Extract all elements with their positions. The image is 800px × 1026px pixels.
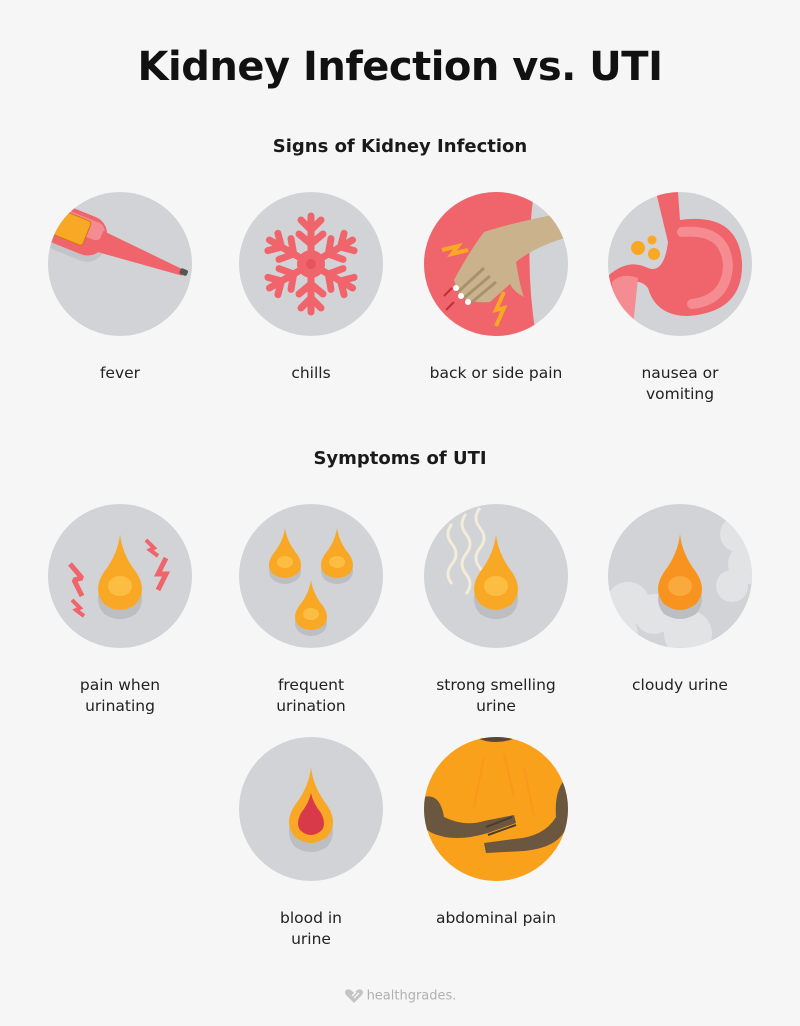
symptom-label: nausea or vomiting: [641, 364, 719, 403]
symptom-nausea: nausea or vomiting: [590, 192, 770, 405]
symptom-label: frequent urination: [276, 676, 346, 715]
abdominal-pain-icon: [424, 737, 568, 881]
cloudy-drop-icon: [608, 504, 752, 648]
symptom-label: blood in urine: [279, 909, 342, 948]
kidney-section-heading: Signs of Kidney Infection: [272, 136, 528, 157]
brand-name: healthgrades.: [366, 988, 457, 1004]
symptom-fever: fever: [30, 192, 210, 384]
smelly-drop-icon: [424, 504, 568, 648]
symptom-label: back or side pain: [429, 364, 563, 382]
symptom-label: strong smelling urine: [436, 676, 556, 715]
symptom-label: abdominal pain: [435, 909, 557, 927]
symptom-label: fever: [99, 364, 141, 382]
symptom-back-pain: back or side pain: [406, 192, 586, 384]
symptom-frequent-urination: frequent urination: [221, 504, 401, 717]
back-pain-icon: [424, 192, 568, 336]
uti-section-heading: Symptoms of UTI: [313, 448, 487, 469]
heart-logo-icon: [344, 989, 363, 1003]
symptom-label: cloudy urine: [632, 676, 728, 694]
symptom-chills: chills: [221, 192, 401, 384]
symptom-label: pain when urinating: [79, 676, 161, 715]
page-title: Kidney Infection vs. UTI: [137, 44, 663, 90]
symptom-blood-in-urine: blood in urine: [221, 737, 401, 950]
symptom-label: chills: [291, 364, 331, 382]
three-drops-icon: [239, 504, 383, 648]
snowflake-icon: [239, 192, 383, 336]
symptom-cloudy-urine: cloudy urine: [590, 504, 770, 696]
symptom-strong-smell: strong smelling urine: [406, 504, 586, 717]
thermometer-icon: [48, 192, 192, 336]
stomach-icon: [608, 192, 752, 336]
symptom-pain-urinating: pain when urinating: [30, 504, 210, 717]
footer-brand: healthgrades.: [0, 988, 800, 1004]
urine-drop-pain-icon: [48, 504, 192, 648]
blood-drop-icon: [239, 737, 383, 881]
symptom-abdominal-pain: abdominal pain: [406, 737, 586, 929]
